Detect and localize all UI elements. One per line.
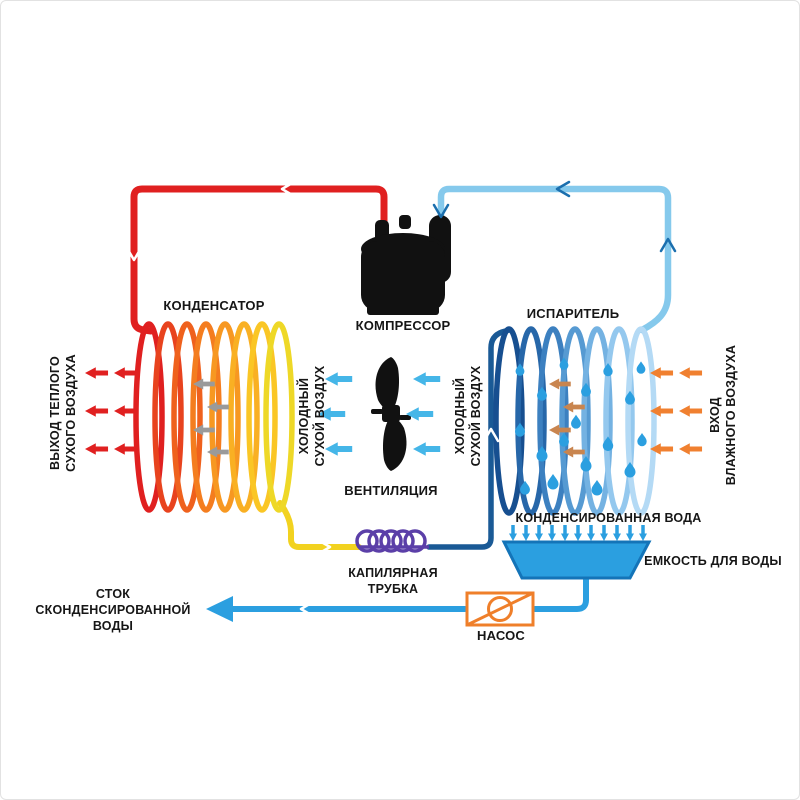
pump-label: НАСОС [476,628,526,643]
condenser-coil [133,321,295,513]
drip-arrows [509,525,647,541]
water-pipe-tank-to-pump [532,574,589,612]
compressor-label: КОМПРЕССОР [355,318,451,333]
condensed-water-label: КОНДЕНСИРОВАННАЯ ВОДА [515,511,702,525]
fan [371,357,411,471]
suction-pipe [437,185,672,334]
flow-chevrons [125,180,677,618]
warm-dry-air-out-label: ВЫХОД ТЕПЛОГО СУХОГО ВОЗДУХА [48,354,78,472]
humid-air-in-label: ВХОД ВЛАЖНОГО ВОЗДУХА [708,344,738,486]
evaporator-label: ИСПАРИТЕЛЬ [526,306,620,321]
cold-dry-air-left-label: ХОЛОДНЫЙ СУХОЙ ВОЗДУХ [297,365,327,467]
warm-air-out-arrows [85,367,138,455]
hot-gas-pipe [130,185,388,335]
liquid-line-cold [426,327,512,550]
water-tank [501,540,652,580]
water-tank-label: ЕМКОСТЬ ДЛЯ ВОДЫ [644,554,782,568]
condenser-label: КОНДЕНСАТОР [163,298,265,313]
pipes [130,185,672,612]
compressor [361,215,451,315]
fan-label: ВЕНТИЛЯЦИЯ [344,483,438,498]
humid-air-in-arrows [650,367,703,455]
evaporator-coil [493,326,657,516]
condensate-drain-label: СТОК СКОНДЕНСИРОВАННОЙ ВОДЫ [35,587,191,633]
capillary-coil [355,529,429,553]
capillary-tube-label: КАПИЛЯРНАЯ ТРУБКА [348,566,438,596]
drain-arrowhead [206,596,233,622]
pump [465,591,535,627]
liquid-line-warm [277,500,362,550]
cold-dry-air-right-label: ХОЛОДНЫЙ СУХОЙ ВОЗДУХ [453,365,483,467]
